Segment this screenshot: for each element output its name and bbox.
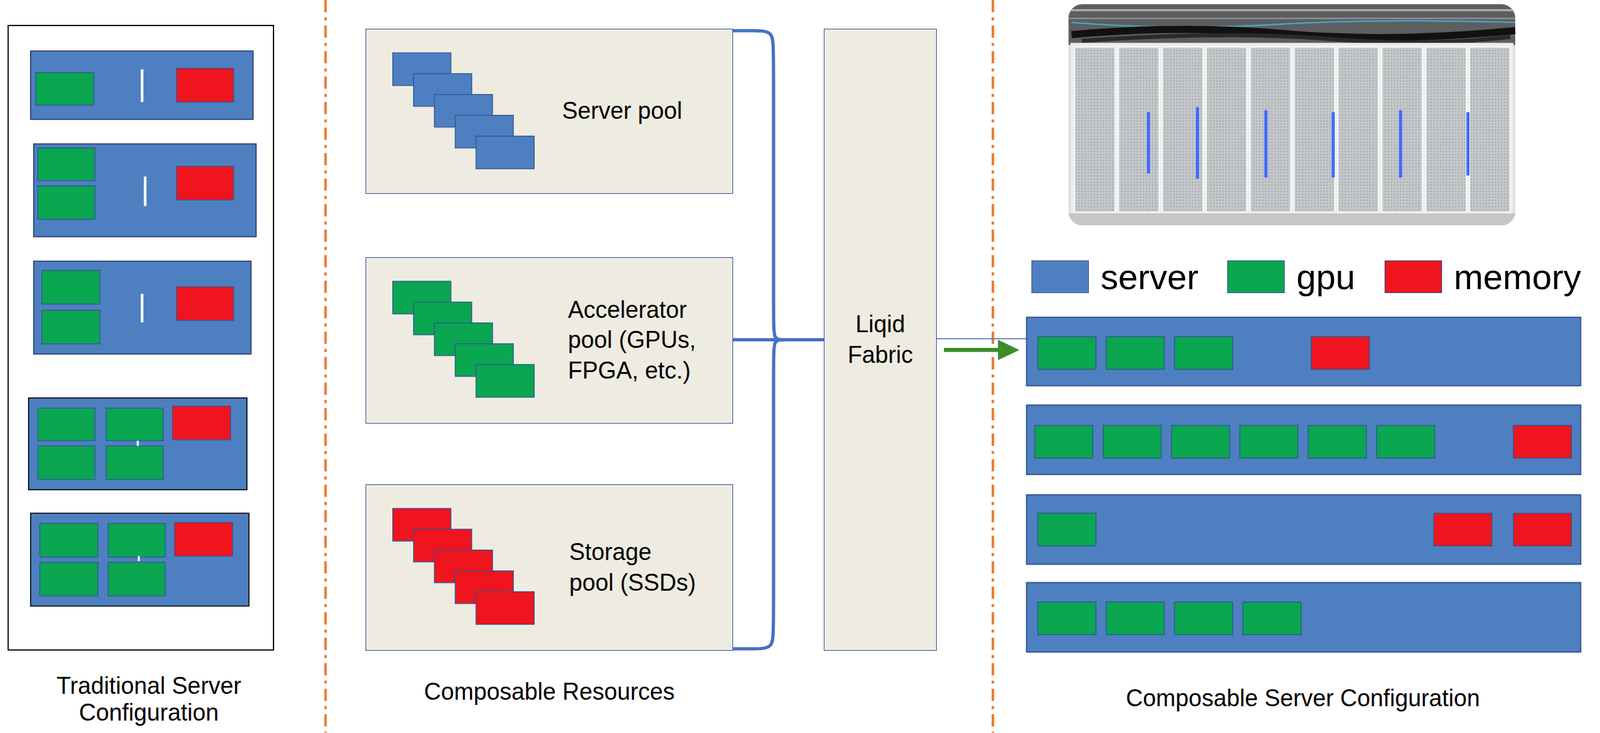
caption-label: Composable Server Configuration — [1026, 684, 1580, 712]
node-text: Accelerator pool (GPUs, FPGA, etc.) — [567, 295, 717, 386]
pool-box: Storage pool (SSDs) — [365, 484, 734, 651]
caption-label: Traditional Server Configuration — [7, 672, 290, 727]
divider-line — [991, 0, 995, 733]
divider-line — [324, 0, 328, 733]
legend-entry: gpu — [1227, 260, 1356, 294]
legend-swatch — [1031, 260, 1089, 294]
resource-square — [475, 136, 534, 170]
caption-label: Composable Resources — [365, 678, 734, 706]
brace-connector — [733, 340, 824, 650]
fabric-box: Liqid Fabric — [823, 28, 937, 651]
legend-text: server — [1100, 259, 1199, 295]
resource-square — [475, 364, 534, 398]
node-text: Storage pool (SSDs) — [569, 537, 698, 598]
green-arrow-head — [998, 340, 1020, 361]
legend-swatch — [1384, 260, 1443, 294]
pool-box: Accelerator pool (GPUs, FPGA, etc.) — [365, 257, 734, 424]
rack-photo — [1068, 3, 1516, 226]
fabric-link — [934, 338, 1027, 340]
legend-text: memory — [1453, 259, 1582, 295]
green-arrow — [943, 347, 1003, 352]
resource-square — [475, 592, 534, 625]
legend-swatch — [1227, 260, 1285, 294]
node-text: Liqid Fabric — [829, 309, 931, 370]
node-text: Server pool — [562, 95, 683, 126]
brace-connector — [733, 30, 824, 341]
legend-entry: server — [1031, 260, 1199, 294]
resource-stack — [366, 485, 733, 651]
legend-text: gpu — [1296, 259, 1356, 295]
pool-box: Server pool — [365, 28, 734, 194]
legend-entry: memory — [1384, 260, 1582, 294]
traditional-servers — [8, 25, 274, 651]
composable-servers — [1026, 317, 1582, 653]
